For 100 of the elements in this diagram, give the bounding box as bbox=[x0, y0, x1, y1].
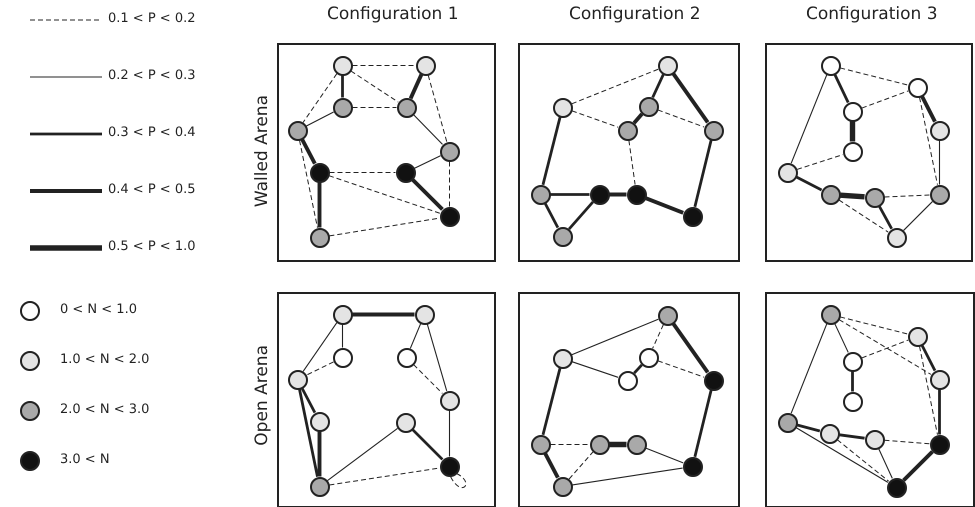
connection-line bbox=[302, 322, 338, 372]
legend-label: 2.0 < N < 3.0 bbox=[60, 402, 150, 417]
connection-line bbox=[796, 176, 822, 192]
connection-line bbox=[410, 324, 422, 348]
connection-line bbox=[572, 467, 683, 486]
connection-line bbox=[571, 68, 659, 104]
node-circle bbox=[552, 476, 572, 496]
connection-line bbox=[302, 73, 338, 123]
connection-line bbox=[412, 428, 444, 460]
connection-line bbox=[448, 410, 450, 456]
connection-line bbox=[861, 90, 909, 109]
node-circle bbox=[626, 184, 646, 204]
node-circle bbox=[930, 120, 950, 140]
node-circle bbox=[886, 228, 906, 248]
connection-line bbox=[651, 74, 665, 98]
connection-line bbox=[571, 110, 619, 128]
node-circle bbox=[310, 228, 330, 248]
arena-panel bbox=[765, 43, 973, 262]
connection-line bbox=[657, 109, 705, 128]
legend-label: 0.3 < P < 0.4 bbox=[108, 125, 196, 140]
node-circle bbox=[310, 412, 330, 432]
node-circle bbox=[842, 102, 862, 122]
connection-line bbox=[884, 440, 930, 444]
connection-line bbox=[411, 178, 444, 211]
connection-line bbox=[352, 107, 397, 108]
connection-line bbox=[694, 390, 712, 458]
connection-line bbox=[413, 114, 443, 145]
connection-line bbox=[327, 428, 398, 481]
connection-line bbox=[568, 452, 594, 480]
node-circle bbox=[440, 142, 460, 162]
connection-line bbox=[610, 442, 626, 448]
connection-line bbox=[646, 448, 684, 464]
node-circle bbox=[440, 456, 460, 476]
connection-line bbox=[920, 344, 936, 372]
node-circle bbox=[590, 434, 610, 454]
connection-line bbox=[408, 74, 424, 100]
connection-line bbox=[839, 433, 865, 440]
legend-label: 1.0 < N < 2.0 bbox=[60, 352, 150, 367]
connection-line bbox=[350, 70, 399, 103]
arena-panel bbox=[277, 43, 496, 262]
node-circle bbox=[440, 206, 460, 226]
node-circle bbox=[638, 96, 658, 116]
connection-line bbox=[652, 324, 664, 349]
column-header: Configuration 2 bbox=[569, 4, 701, 24]
connection-line bbox=[672, 322, 710, 374]
node-circle bbox=[396, 162, 416, 182]
node-circle bbox=[682, 456, 702, 476]
node-circle bbox=[332, 304, 352, 324]
node-circle bbox=[930, 370, 950, 390]
node-circle bbox=[396, 348, 416, 368]
connection-line bbox=[318, 182, 322, 228]
connection-line bbox=[694, 140, 712, 208]
connection-line bbox=[878, 206, 893, 230]
node-circle bbox=[618, 370, 638, 390]
connection-line bbox=[342, 324, 344, 348]
node-circle bbox=[530, 434, 550, 454]
arena-panel bbox=[765, 292, 975, 507]
loop-line bbox=[450, 473, 466, 488]
connection-line bbox=[840, 316, 908, 335]
connection-line bbox=[299, 140, 318, 228]
connection-line bbox=[796, 427, 888, 483]
node-circle bbox=[864, 430, 884, 450]
node-circle bbox=[416, 56, 436, 76]
connection-line bbox=[572, 318, 658, 356]
node-circle bbox=[396, 412, 416, 432]
node-circle bbox=[908, 78, 928, 98]
connection-line bbox=[413, 364, 443, 394]
connection-line bbox=[568, 201, 594, 230]
arena-panel bbox=[277, 292, 496, 507]
row-label: Walled Arena bbox=[252, 95, 272, 208]
node-circle bbox=[778, 162, 798, 182]
node-circle bbox=[864, 188, 884, 208]
node-circle bbox=[842, 392, 862, 412]
connection-line bbox=[836, 439, 890, 482]
connection-line bbox=[938, 140, 940, 184]
connection-line bbox=[840, 192, 865, 200]
connection-line bbox=[628, 140, 636, 186]
legend-label: 0.1 < P < 0.2 bbox=[108, 11, 196, 26]
connection-line bbox=[449, 161, 450, 207]
connection-line bbox=[306, 361, 334, 376]
connection-line bbox=[938, 390, 941, 434]
node-circle bbox=[310, 476, 330, 496]
node-circle bbox=[332, 348, 352, 368]
connection-line bbox=[426, 324, 448, 392]
connection-line bbox=[796, 154, 844, 170]
node-circle bbox=[440, 390, 460, 410]
connection-line bbox=[850, 122, 856, 142]
node-circle bbox=[288, 120, 308, 140]
connection-line bbox=[352, 65, 416, 66]
connection-line bbox=[414, 155, 441, 169]
node-circle bbox=[886, 478, 906, 498]
node-circle bbox=[530, 184, 550, 204]
column-header: Configuration 1 bbox=[327, 4, 459, 24]
node-circle bbox=[842, 352, 862, 372]
connection-line bbox=[306, 112, 334, 126]
connection-line bbox=[919, 96, 938, 186]
legend-label: 3.0 < N bbox=[60, 452, 110, 467]
connection-line bbox=[920, 96, 937, 122]
connection-line bbox=[329, 172, 396, 173]
connection-line bbox=[790, 74, 828, 164]
